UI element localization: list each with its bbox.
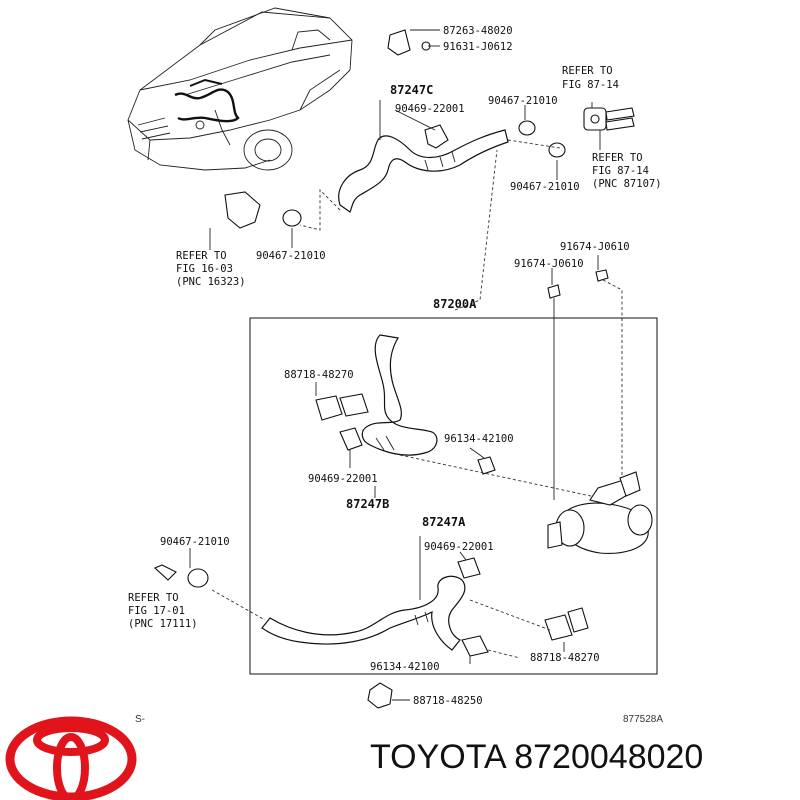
label-88718-b: 88718-48270 <box>530 652 600 664</box>
footer-left-code: S- <box>135 714 145 725</box>
clamp-88718-b <box>544 607 589 641</box>
bolt-91674-b <box>595 269 623 480</box>
label-90469-low: 90469-22001 <box>424 541 494 553</box>
clamp-90469-mid <box>339 427 363 451</box>
hose-87247b <box>361 334 438 456</box>
label-87263: 87263-48020 <box>443 25 513 37</box>
vehicle-illustration <box>127 7 353 171</box>
label-88718-c: 88718-48250 <box>413 695 483 707</box>
ref-top-2-line-3: (PNC 87107) <box>592 178 662 190</box>
hose-87247a <box>261 575 466 651</box>
label-90469-mid: 90469-22001 <box>308 473 378 485</box>
label-90467-top: 90467-21010 <box>488 95 558 107</box>
ref-top-1-line-1: REFER TO <box>562 65 613 77</box>
clamp-90469-top <box>424 124 449 149</box>
clamp-90467-top <box>518 120 566 158</box>
label-90467-left: 90467-21010 <box>256 250 326 262</box>
ref-left-1-line-2: FIG 16-03 <box>176 263 233 275</box>
label-87247b: 87247B <box>346 497 389 511</box>
label-96134-b: 96134-42100 <box>370 661 440 673</box>
footer-figure-code: 877528A <box>623 714 663 725</box>
label-90467-lower: 90467-21010 <box>160 536 230 548</box>
clamp-88718-a <box>315 393 369 421</box>
clamp-90469-low <box>457 557 481 579</box>
ref-left-2-line-3: (PNC 17111) <box>128 618 198 630</box>
ref-top-1-line-2: FIG 87-14 <box>562 79 619 91</box>
label-91674-a: 91674-J0610 <box>560 241 630 253</box>
toyota-logo-icon <box>5 716 137 800</box>
heater-valve-assembly <box>547 471 653 554</box>
ref-left-2-line-1: REFER TO <box>128 592 179 604</box>
label-96134-a: 96134-42100 <box>444 433 514 445</box>
ref-top-2-line-1: REFER TO <box>592 152 643 164</box>
heater-pipe-connector <box>583 107 635 131</box>
clamp-left-top <box>224 191 302 229</box>
part-number: 8720048020 <box>514 738 704 776</box>
label-90467-mid: 90467-21010 <box>510 181 580 193</box>
ref-top-2-line-2: FIG 87-14 <box>592 165 649 177</box>
bolt-91674-a <box>547 284 561 500</box>
ref-left-2-line-2: FIG 17-01 <box>128 605 185 617</box>
brand-part-line: TOYOTA 8720048020 <box>370 738 703 777</box>
label-87200a: 87200A <box>433 297 477 311</box>
ref-left-1-line-1: REFER TO <box>176 250 227 262</box>
label-87247a: 87247A <box>422 515 466 529</box>
clamp-91631-bracket <box>387 29 431 56</box>
clamp-96134-b <box>461 635 489 657</box>
hose-87247c <box>338 129 509 213</box>
label-87247c: 87247C <box>390 83 433 97</box>
label-91674-b: 91674-J0610 <box>514 258 584 270</box>
ref-left-1-line-3: (PNC 16323) <box>176 276 246 288</box>
label-90469-top: 90469-22001 <box>395 103 465 115</box>
brand-name: TOYOTA <box>370 738 505 776</box>
clamp-90467-lower <box>154 564 209 588</box>
clamp-96134-a <box>477 456 496 475</box>
clamp-88718-c <box>367 682 393 709</box>
label-91631: 91631-J0612 <box>443 41 513 53</box>
label-88718-a: 88718-48270 <box>284 369 354 381</box>
